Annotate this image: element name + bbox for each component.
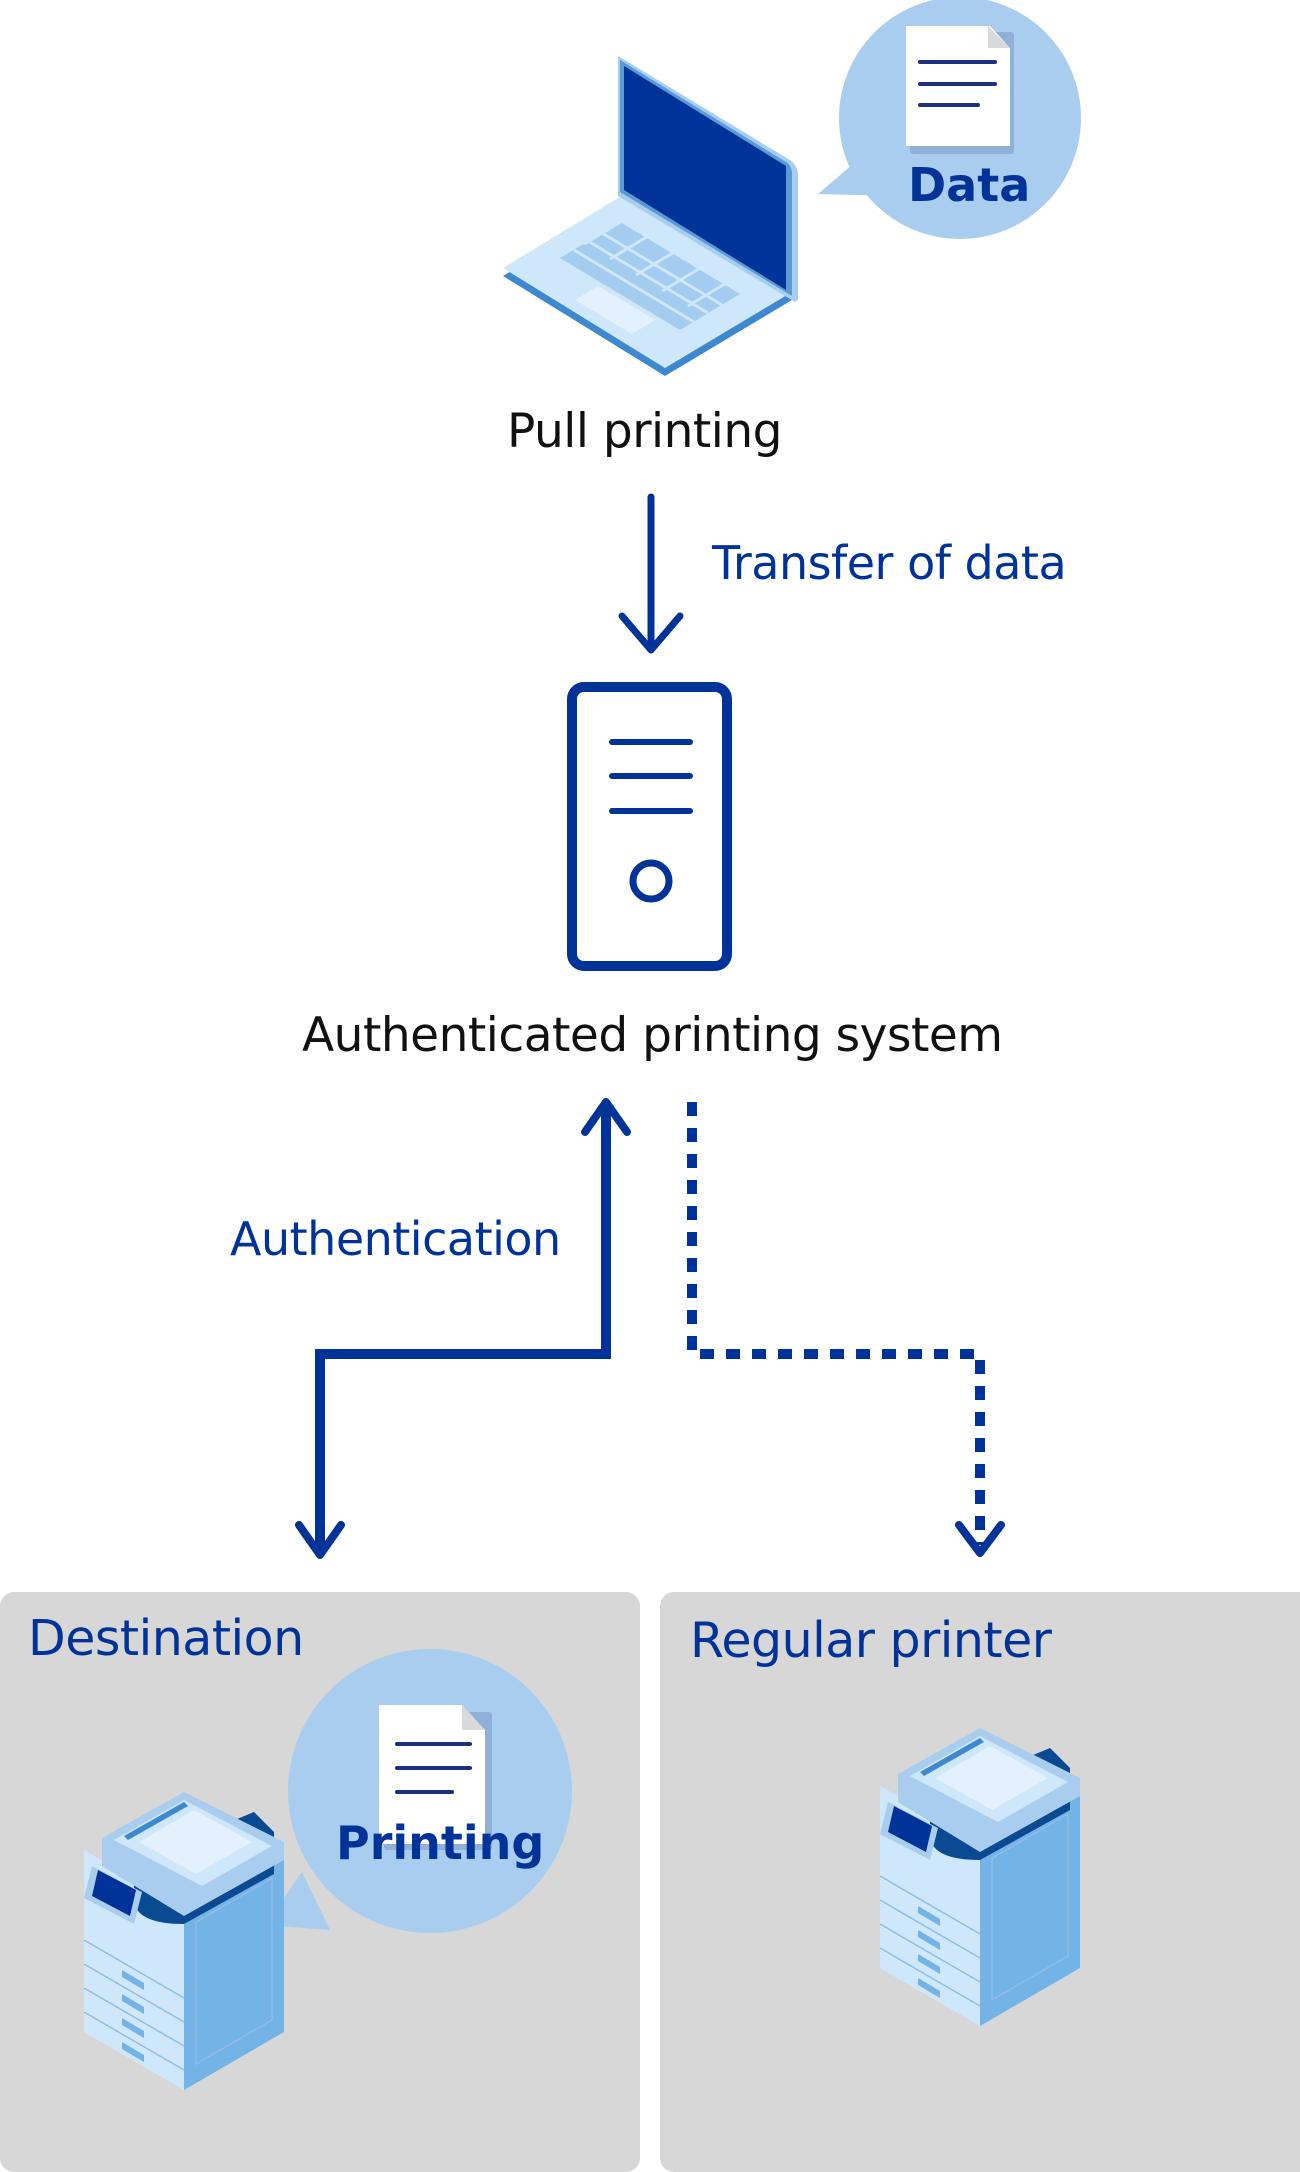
data-bubble-label: Data — [908, 158, 1031, 212]
multifunction-printer-icon — [879, 1728, 1080, 2026]
printing-bubble-label: Printing — [336, 1816, 545, 1870]
pull-printing-label: Pull printing — [507, 404, 782, 459]
laptop-icon — [503, 56, 798, 376]
regular-printer-title: Regular printer — [690, 1612, 1052, 1669]
multifunction-printer-icon — [83, 1792, 284, 2090]
authentication-label: Authentication — [230, 1212, 561, 1266]
regular-printer-arrow — [687, 1102, 1005, 1557]
document-icon — [906, 26, 1014, 154]
authenticated-printing-system-label: Authenticated printing system — [302, 1008, 1003, 1063]
server-icon — [567, 682, 732, 971]
document-icon — [379, 1705, 492, 1850]
authentication-arrow — [295, 1098, 631, 1559]
transfer-of-data-label: Transfer of data — [712, 536, 1067, 590]
transfer-arrow — [618, 493, 684, 654]
destination-title: Destination — [28, 1610, 304, 1667]
